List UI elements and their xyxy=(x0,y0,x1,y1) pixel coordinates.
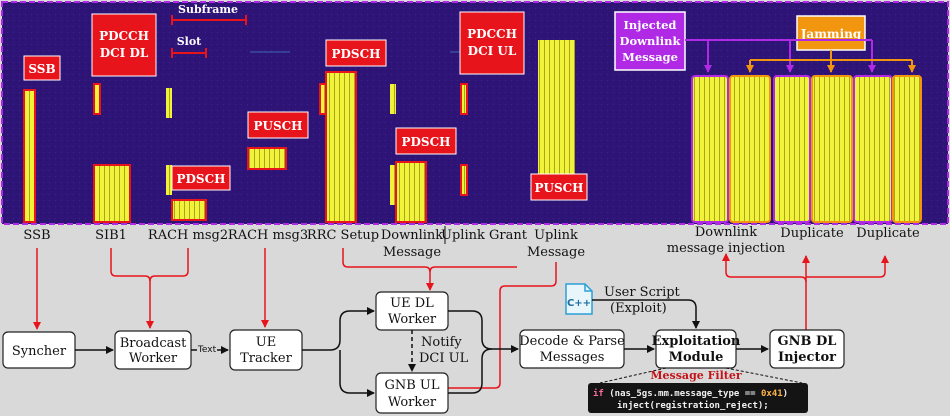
signal-injection xyxy=(691,75,771,223)
label-slot: Slot xyxy=(171,35,207,58)
code-line-1: if (nas_5gs.mm.message_type == 0x41) xyxy=(593,388,788,399)
svg-text:C++: C++ xyxy=(567,298,591,309)
svg-text:DCI UL: DCI UL xyxy=(468,44,517,58)
signal-duplicate-1 xyxy=(773,75,853,223)
message-filter: Message Filter if (nas_5gs.mm.message_ty… xyxy=(588,367,808,413)
signal-rrc-setup xyxy=(319,71,357,223)
svg-text:Text: Text xyxy=(197,345,217,355)
spectrogram: SSB PDCCH DCI DL Subframe Slot PDSCH PUS… xyxy=(1,1,949,225)
row-label-rach3: RACH msg3 xyxy=(228,228,308,243)
svg-text:PUSCH: PUSCH xyxy=(534,181,583,195)
row-label-injection-2: message injection xyxy=(667,241,786,256)
signal-uplink-message xyxy=(538,40,575,174)
row-label-uplink-grant: Uplink Grant xyxy=(441,228,528,243)
node-ue-tracker: UE Tracker xyxy=(229,329,303,371)
code-line-2: inject(registration_reject); xyxy=(617,400,769,411)
row-label-uplink-message-1: Uplink xyxy=(534,228,578,243)
svg-text:Subframe: Subframe xyxy=(178,3,238,16)
label-pusch-rach: PUSCH xyxy=(247,111,309,139)
notify-sublabel: DCI UL xyxy=(419,351,469,366)
flow-arrows xyxy=(75,299,769,397)
row-label-uplink-message-2: Message xyxy=(527,245,585,260)
svg-text:Syncher: Syncher xyxy=(12,344,67,359)
svg-text:Downlink: Downlink xyxy=(620,34,682,48)
label-pusch-uplink: PUSCH xyxy=(530,173,588,201)
svg-text:Message Filter: Message Filter xyxy=(650,369,741,382)
svg-text:Jamming: Jamming xyxy=(800,27,862,41)
svg-text:Exploitation: Exploitation xyxy=(652,334,741,349)
node-exploitation-module: Exploitation Module xyxy=(652,329,741,369)
svg-text:PDCCH: PDCCH xyxy=(467,27,517,41)
svg-text:Message: Message xyxy=(622,50,678,64)
svg-text:Injector: Injector xyxy=(778,350,836,365)
signal-sib1 xyxy=(93,83,131,223)
label-injected-downlink: Injected Downlink Message xyxy=(614,11,686,71)
label-pdcch-dci-ul: PDCCH DCI UL xyxy=(459,11,525,75)
label-pdsch-downlink: PDSCH xyxy=(395,127,457,155)
row-label-rach2: RACH msg2 xyxy=(148,228,228,243)
svg-text:Tracker: Tracker xyxy=(240,351,292,366)
row-label-injection-1: Downlink xyxy=(695,225,757,240)
row-label-duplicate-1: Duplicate xyxy=(780,226,844,241)
node-syncher: Syncher xyxy=(2,331,76,369)
svg-text:PDSCH: PDSCH xyxy=(332,47,381,61)
label-pdcch-dci-dl: PDCCH DCI DL xyxy=(91,13,157,77)
notify-label: Notify xyxy=(421,335,462,350)
node-broadcast-worker: Broadcast Worker xyxy=(114,330,192,370)
label-pdsch-rach: PDSCH xyxy=(171,165,231,191)
svg-text:PDSCH: PDSCH xyxy=(177,172,226,186)
signal-ssb xyxy=(23,89,36,223)
svg-text:Messages: Messages xyxy=(540,350,605,365)
row-label-duplicate-2: Duplicate xyxy=(856,226,920,241)
svg-text:Module: Module xyxy=(669,350,724,365)
red-connectors xyxy=(33,248,889,392)
svg-text:Worker: Worker xyxy=(129,351,178,366)
svg-text:UE DL: UE DL xyxy=(390,296,434,311)
user-script-sublabel: (Exploit) xyxy=(610,301,667,316)
signal-rach-msg3 xyxy=(247,147,287,170)
svg-text:Slot: Slot xyxy=(177,35,202,48)
row-label-downlink-message-1: Downlink xyxy=(381,228,443,243)
node-gnb-ul-worker: GNB UL Worker xyxy=(375,372,449,414)
svg-text:PDSCH: PDSCH xyxy=(402,135,451,149)
svg-text:Worker: Worker xyxy=(388,395,437,410)
row-label-sib1: SIB1 xyxy=(95,228,127,243)
signal-duplicate-2 xyxy=(853,75,922,223)
text-edge-label: Text xyxy=(197,343,217,355)
jamming-arrows xyxy=(746,50,916,73)
svg-text:Decode & Parse: Decode & Parse xyxy=(519,334,625,349)
node-gnb-dl-injector: GNB DL Injector xyxy=(769,329,845,369)
svg-text:GNB UL: GNB UL xyxy=(384,378,439,393)
svg-text:Broadcast: Broadcast xyxy=(120,336,187,351)
user-script-label: User Script xyxy=(604,285,681,300)
node-decode-parse: Decode & Parse Messages xyxy=(519,329,625,369)
svg-text:Injected: Injected xyxy=(624,18,677,32)
label-ssb: SSB xyxy=(23,55,61,81)
svg-text:PUSCH: PUSCH xyxy=(253,119,302,133)
svg-text:Worker: Worker xyxy=(388,312,437,327)
node-ue-dl-worker: UE DL Worker xyxy=(375,291,449,331)
label-subframe: Subframe xyxy=(171,3,247,25)
svg-text:PDCCH: PDCCH xyxy=(99,29,149,43)
label-jamming: Jamming xyxy=(796,15,866,51)
row-label-downlink-message-2: Message xyxy=(383,245,441,260)
row-labels: SSB SIB1 RACH msg2 RACH msg3 RRC Setup D… xyxy=(23,225,920,260)
cpp-icon: C++ xyxy=(565,283,593,315)
svg-text:SSB: SSB xyxy=(28,62,55,76)
row-label-ssb: SSB xyxy=(23,228,50,243)
injection-arrows xyxy=(685,39,876,73)
row-label-rrc: RRC Setup xyxy=(307,228,379,243)
svg-text:GNB DL: GNB DL xyxy=(778,334,837,349)
code-block xyxy=(588,383,808,413)
signal-rach-msg2 xyxy=(166,88,207,221)
label-pdsch-rrc: PDSCH xyxy=(325,39,387,67)
svg-text:DCI DL: DCI DL xyxy=(100,46,149,60)
signal-uplink-grant xyxy=(460,83,468,196)
signal-downlink-message xyxy=(390,84,427,223)
svg-text:UE: UE xyxy=(256,335,276,350)
